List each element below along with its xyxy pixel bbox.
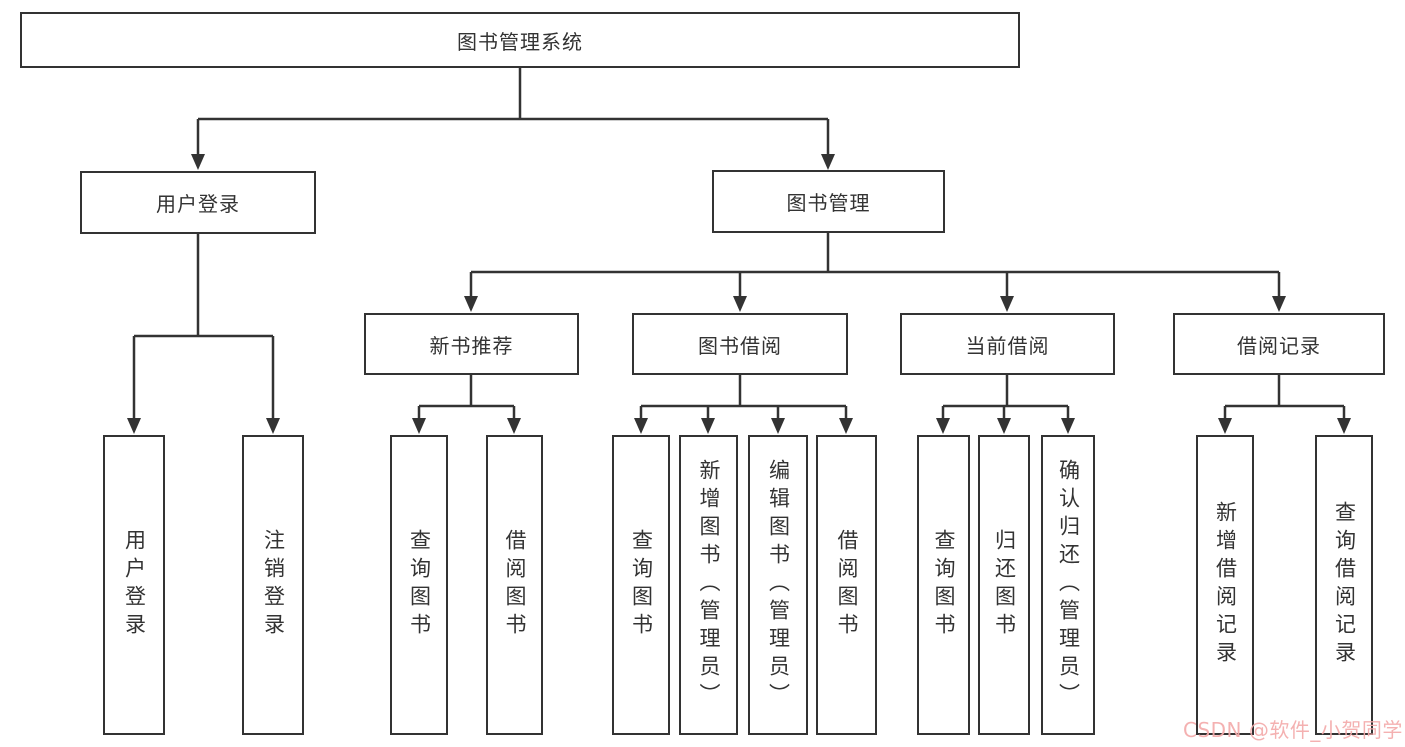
leaf-add-borrow-record-label: 新增借阅记录 — [1213, 501, 1238, 669]
node-book-borrowing-label: 图书借阅 — [698, 333, 782, 358]
node-user-login: 用户登录 — [80, 171, 316, 234]
leaf-borrow-books-recommend: 借阅图书 — [486, 435, 543, 735]
leaf-query-borrow-record-label: 查询借阅记录 — [1332, 501, 1357, 669]
watermark: CSDN @软件_小贺同学 — [1183, 718, 1403, 742]
node-book-borrowing: 图书借阅 — [632, 313, 848, 375]
leaf-query-books-recommend: 查询图书 — [390, 435, 448, 735]
node-root: 图书管理系统 — [20, 12, 1020, 68]
leaf-logout-label: 注销登录 — [261, 529, 286, 641]
node-new-book-recommend-label: 新书推荐 — [429, 333, 514, 358]
leaf-edit-book-admin-label: 编辑图书（管理员） — [766, 459, 791, 711]
node-borrowing-records: 借阅记录 — [1173, 313, 1385, 375]
node-current-borrowing-label: 当前借阅 — [965, 333, 1050, 358]
leaf-add-borrow-record: 新增借阅记录 — [1196, 435, 1254, 735]
leaf-confirm-return-admin: 确认归还（管理员） — [1041, 435, 1095, 735]
leaf-query-books-borrowing-label: 查询图书 — [629, 529, 654, 641]
node-book-management-label: 图书管理 — [786, 191, 871, 215]
leaf-borrow-books-borrowing: 借阅图书 — [816, 435, 877, 735]
leaf-add-book-admin: 新增图书（管理员） — [679, 435, 738, 735]
leaf-query-borrow-record: 查询借阅记录 — [1315, 435, 1373, 735]
node-user-login-label: 用户登录 — [156, 192, 240, 216]
node-borrowing-records-label: 借阅记录 — [1237, 333, 1321, 358]
leaf-return-books: 归还图书 — [978, 435, 1030, 735]
leaf-edit-book-admin: 编辑图书（管理员） — [748, 435, 808, 735]
node-book-management: 图书管理 — [712, 170, 945, 233]
node-current-borrowing: 当前借阅 — [900, 313, 1115, 375]
leaf-query-books-current: 查询图书 — [917, 435, 970, 735]
leaf-query-books-borrowing: 查询图书 — [612, 435, 670, 735]
node-new-book-recommend: 新书推荐 — [364, 313, 579, 375]
leaf-return-books-label: 归还图书 — [992, 529, 1017, 641]
node-root-label: 图书管理系统 — [457, 29, 583, 54]
leaf-query-books-recommend-label: 查询图书 — [407, 529, 432, 641]
leaf-confirm-return-admin-label: 确认归还（管理员） — [1056, 459, 1081, 711]
leaf-borrow-books-borrowing-label: 借阅图书 — [835, 529, 859, 641]
leaf-query-books-current-label: 查询图书 — [932, 529, 956, 641]
leaf-add-book-admin-label: 新增图书（管理员） — [697, 459, 721, 711]
leaf-user-login-label: 用户登录 — [122, 529, 147, 641]
leaf-user-login: 用户登录 — [103, 435, 165, 735]
leaf-logout: 注销登录 — [242, 435, 304, 735]
leaf-borrow-books-recommend-label: 借阅图书 — [503, 529, 527, 641]
